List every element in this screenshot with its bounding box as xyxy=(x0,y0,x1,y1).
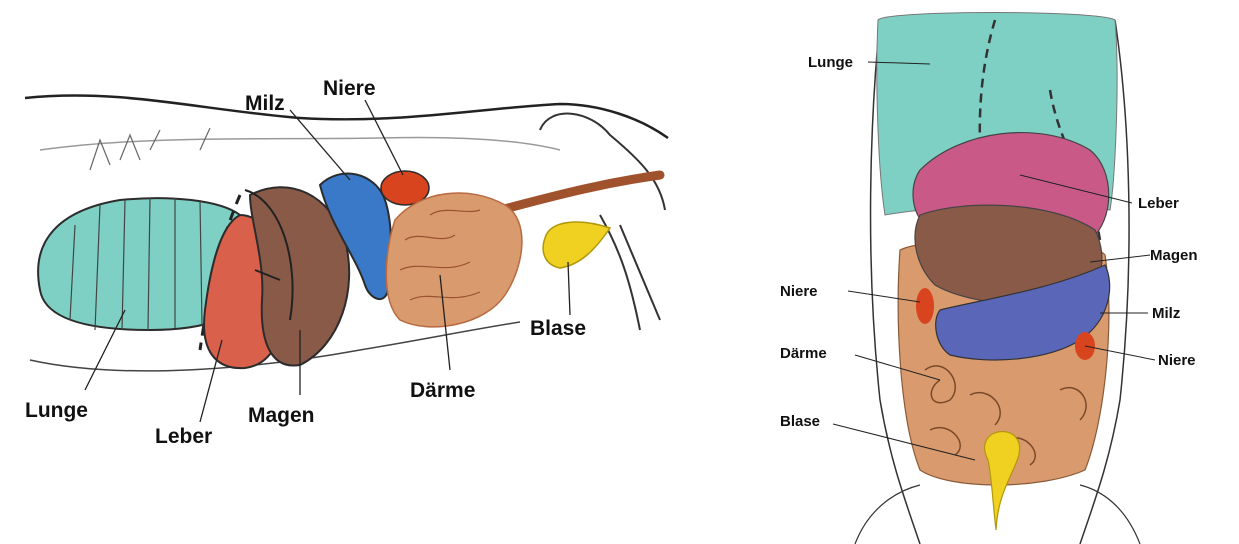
label-milz: Milz xyxy=(245,93,285,114)
label-niere-right: Niere xyxy=(1158,353,1196,368)
ventral-view-drawing xyxy=(760,0,1239,544)
label-magen: Magen xyxy=(248,405,315,426)
side-view-diagram: Milz Niere Lunge Leber Magen Därme Blase xyxy=(0,0,700,544)
bladder-shape xyxy=(543,222,610,268)
hind-leg-right xyxy=(1080,485,1140,544)
label-daerme: Därme xyxy=(780,346,827,361)
kidney-left-shape xyxy=(916,288,934,324)
body-outline-top xyxy=(25,95,668,138)
label-magen: Magen xyxy=(1150,248,1198,263)
rectum xyxy=(500,175,660,210)
intestine-shape xyxy=(386,193,522,327)
label-blase: Blase xyxy=(780,414,820,429)
hip-outline xyxy=(540,114,665,330)
label-lunge: Lunge xyxy=(25,400,88,421)
label-daerme: Därme xyxy=(410,380,475,401)
label-niere: Niere xyxy=(323,78,376,99)
ventral-view-diagram: Lunge Leber Magen Niere Milz Därme Niere… xyxy=(760,0,1239,544)
label-lunge: Lunge xyxy=(808,55,853,70)
leader-blase xyxy=(568,262,570,315)
label-niere-left: Niere xyxy=(780,284,818,299)
ribs-sketch xyxy=(90,128,210,170)
label-leber: Leber xyxy=(155,426,212,447)
label-leber: Leber xyxy=(1138,196,1179,211)
label-milz: Milz xyxy=(1152,306,1180,321)
label-blase: Blase xyxy=(530,318,586,339)
spine-line xyxy=(40,138,560,151)
